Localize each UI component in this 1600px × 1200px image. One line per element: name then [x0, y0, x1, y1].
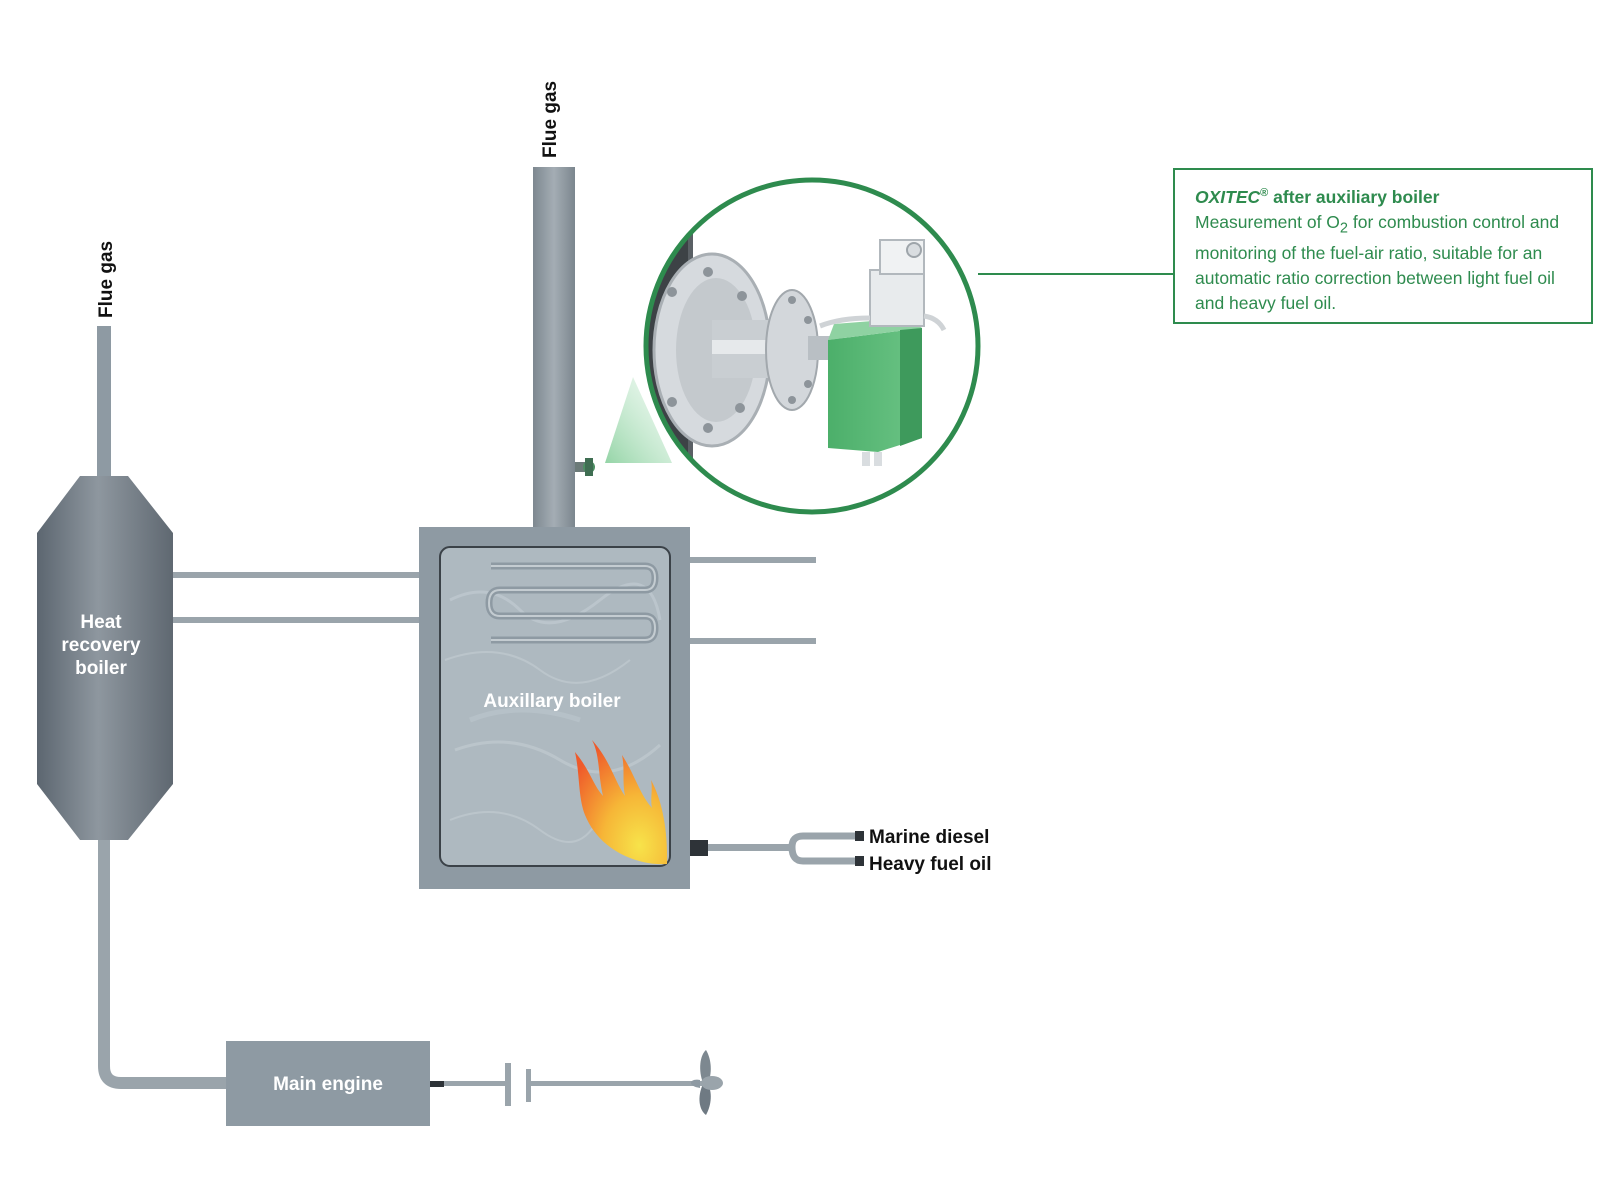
flue-gas-label-left: Flue gas: [96, 241, 117, 318]
main-engine-body: [226, 1041, 430, 1126]
heat-recovery-boiler: Heat recovery boiler: [37, 326, 173, 840]
solenoid-valve: [869, 269, 925, 327]
heat-recovery-boiler-body: [37, 476, 173, 840]
oxitec-detail-magnifier: [643, 177, 981, 515]
steam-outlet-lower: [690, 638, 816, 644]
oxitec-probe-mount: [575, 458, 595, 476]
info-title: OXITEC® after auxiliary boiler: [1195, 181, 1571, 210]
main-engine: Main engine: [226, 1041, 430, 1126]
sensor-view-beam: [605, 377, 672, 463]
auxiliary-boiler-label: Auxillary boiler: [483, 691, 621, 712]
connection-pipe-lower: [173, 617, 419, 623]
boiler-texture: [444, 582, 662, 843]
exhaust-pipe: [98, 840, 226, 1089]
brand-name: OXITEC: [1195, 186, 1261, 207]
oxitec-info-box: OXITEC® after auxiliary boiler Measureme…: [1173, 168, 1593, 324]
burner-nozzle: [690, 840, 708, 856]
auxiliary-flue-gas-stack: [533, 167, 575, 529]
heat-recovery-label-1: Heat: [80, 612, 122, 633]
steam-outlet-upper: [690, 557, 816, 563]
magnifier-ring: [643, 177, 981, 515]
auxiliary-boiler: Auxillary boiler: [419, 527, 690, 889]
shaft-coupling-left: [505, 1063, 511, 1106]
registered-mark: ®: [1260, 187, 1269, 199]
info-desc-start: Measurement of O: [1195, 211, 1340, 232]
connection-pipe-upper: [173, 572, 419, 578]
heavy-fuel-oil-label: Heavy fuel oil: [869, 854, 992, 875]
info-desc-rest: for combustion control and monitoring of…: [1195, 211, 1560, 314]
propeller-icon: [690, 1050, 723, 1115]
main-engine-label: Main engine: [273, 1074, 383, 1095]
marine-diesel-label: Marine diesel: [869, 827, 989, 848]
burner-fuel-line: [690, 831, 864, 866]
heat-recovery-label-3: boiler: [75, 658, 127, 679]
info-title-rest: after auxiliary boiler: [1268, 186, 1440, 207]
info-desc-subscript: 2: [1339, 220, 1349, 237]
shaft-coupling-right: [526, 1069, 531, 1102]
left-flue-gas-pipe: [97, 326, 111, 478]
flue-gas-label-center: Flue gas: [540, 81, 561, 158]
flame-icon: [575, 740, 668, 865]
propeller-shaft: [430, 1063, 703, 1106]
heat-recovery-label-2: recovery: [61, 635, 141, 656]
info-description: Measurement of O2 for combustion control…: [1195, 210, 1571, 317]
analyzer-housing: [828, 328, 922, 452]
